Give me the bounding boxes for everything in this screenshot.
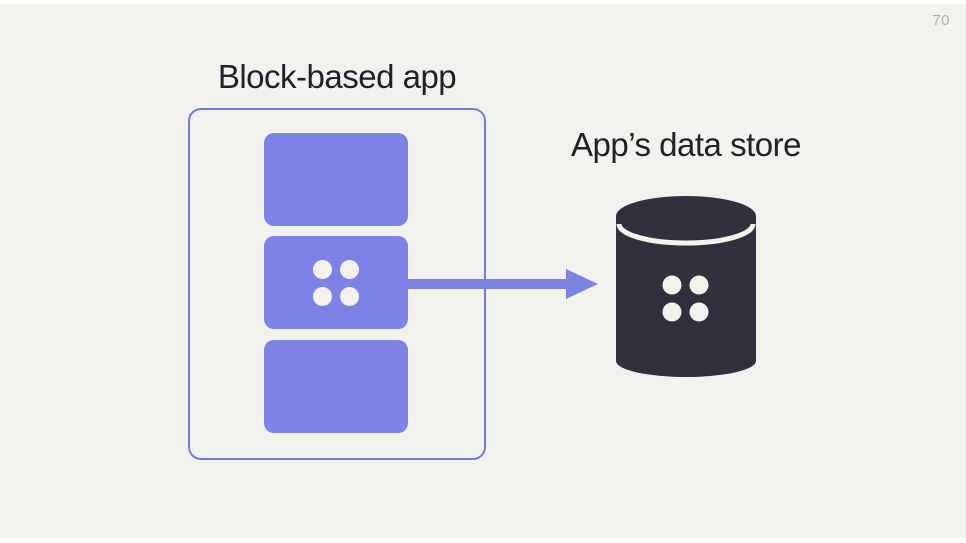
app-block-bottom (264, 340, 408, 433)
app-block-top (264, 133, 408, 226)
dot (313, 259, 332, 279)
dot (340, 259, 359, 279)
datastore-label: App’s data store (571, 126, 801, 163)
dot (313, 286, 332, 306)
app-block-middle (264, 236, 408, 329)
arrow-right-icon (408, 269, 598, 299)
data-dots-icon (313, 259, 359, 306)
dot (340, 286, 359, 306)
database-icon (616, 196, 756, 377)
app-title-label: Block-based app (217, 58, 457, 95)
page-number: 70 (932, 12, 950, 29)
slide-background: 70 Block-based app App’s data store (0, 4, 966, 538)
